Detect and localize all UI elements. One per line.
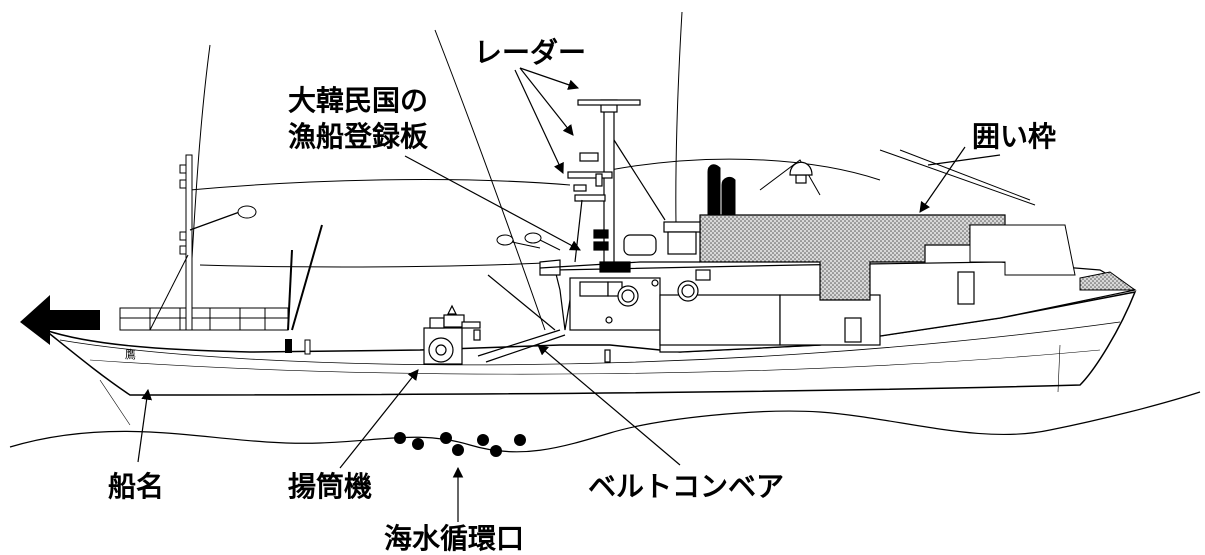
registration-board-label-line2: 漁船登録板 [288,120,428,153]
line-hauler-label: 揚筒機 [288,470,372,503]
exhaust-stacks [707,164,736,216]
forward-mast [149,154,257,331]
hull [44,291,1137,426]
superstructure [539,259,1137,363]
leader-arrows [137,67,1001,522]
registration-board-label-line1: 大韓民国の [288,84,428,117]
enclosure-label: 囲い枠 [972,120,1056,153]
seawater-outlet-label: 海水循環口 [384,522,524,555]
belt-conveyor [477,274,566,363]
seawater-outlets [394,432,526,457]
line-hauler-machine [423,304,481,365]
main-mast [567,99,701,273]
forward-railing [119,307,289,331]
floodlights [496,232,561,251]
sea-wave-line [9,391,1201,453]
stern-hatch [1079,271,1137,291]
hull-name-marking: 鷹 [125,347,136,361]
radar-label: レーダー [474,36,586,69]
ship-name-label: 船名 [108,470,164,503]
belt-conveyor-label: ベルトコンベア [588,470,784,503]
radar-dome [789,161,813,184]
stern-structure [969,224,1076,276]
bow-direction-arrow [20,295,100,345]
bow-derrick [285,224,323,355]
rigging-lines [187,11,1036,331]
